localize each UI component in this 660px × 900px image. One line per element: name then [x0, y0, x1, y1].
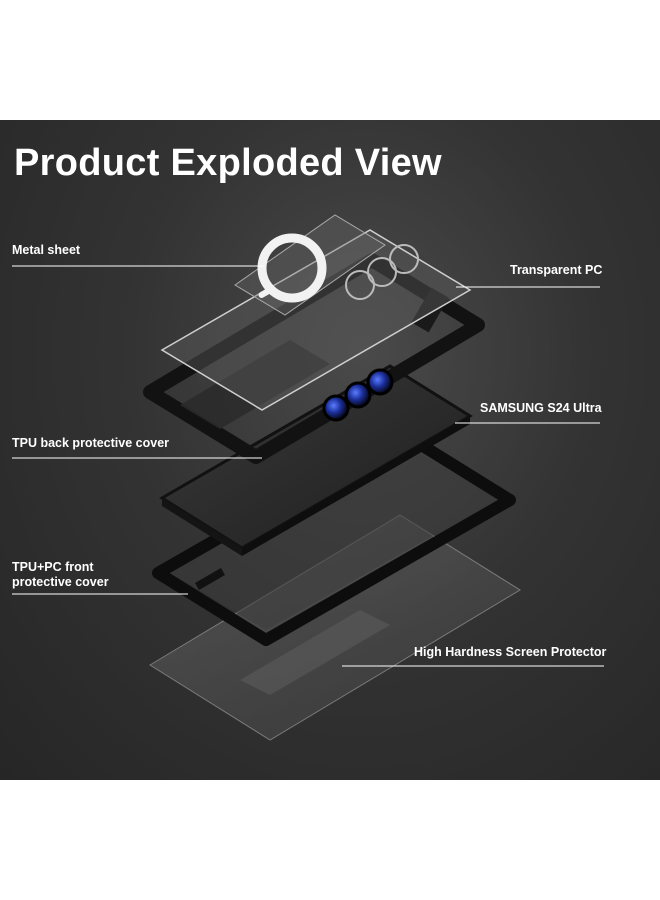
label-screen-protector: High Hardness Screen Protector [414, 645, 607, 659]
label-tpu-back-cover: TPU back protective cover [12, 436, 170, 450]
phone-layer [159, 364, 473, 556]
metal-sheet-layer [234, 214, 386, 316]
leader-lines [12, 265, 604, 667]
page-title: Product Exploded View [14, 142, 442, 184]
exploded-view-banner: Product Exploded View Metal sheet Transp… [0, 120, 660, 780]
back-cover-layer [143, 253, 485, 464]
label-tpu-pc-front-line2: protective cover [12, 575, 109, 589]
transparent-pc-layer [160, 229, 472, 411]
camera-lens-icon [322, 368, 394, 422]
label-transparent-pc: Transparent PC [510, 263, 603, 277]
label-tpu-pc-front-cover: TPU+PC front protective cover [12, 560, 132, 590]
label-metal-sheet: Metal sheet [12, 243, 81, 257]
exploded-view-illustration [12, 214, 604, 741]
label-samsung-s24-ultra: SAMSUNG S24 Ultra [480, 401, 602, 415]
magsafe-ring-icon [257, 233, 327, 303]
label-tpu-pc-front-line1: TPU+PC front [12, 560, 94, 574]
